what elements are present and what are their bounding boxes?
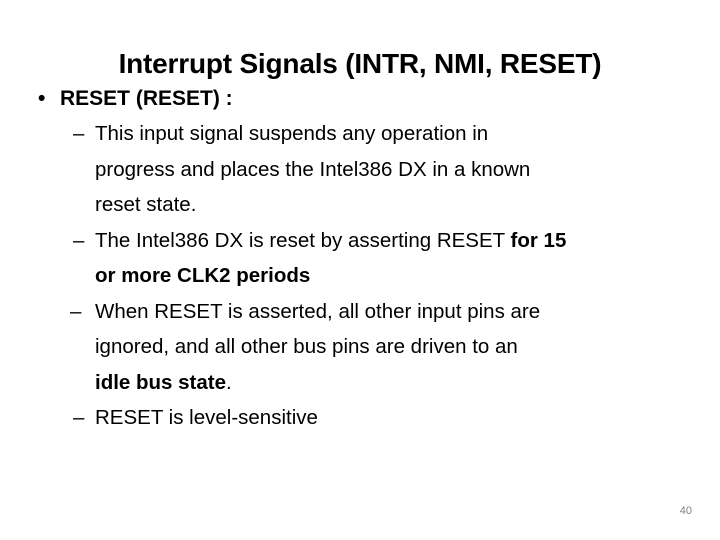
dash-marker-icon: – xyxy=(73,122,85,145)
sub-bullet-line: idle bus state. xyxy=(95,365,680,401)
sub-bullet-line: progress and places the Intel386 DX in a… xyxy=(95,157,531,181)
page-number: 40 xyxy=(679,505,692,517)
sub-bullet-text-strong: for 15 xyxy=(510,228,567,252)
page-title: Interrupt Signals (INTR, NMI, RESET) xyxy=(118,47,602,79)
sub-bullet-line: When RESET is asserted, all other input … xyxy=(95,299,541,323)
sub-bullet-line: or more CLK2 periods xyxy=(95,258,680,294)
sub-bullet-line: This input signal suspends any operation… xyxy=(95,122,489,145)
bullet-item-label: RESET (RESET) : xyxy=(60,87,233,110)
dash-marker-icon: – xyxy=(73,228,85,252)
dash-marker-icon: – xyxy=(73,406,85,429)
bullet-item-reset: • RESET (RESET) : xyxy=(0,84,720,114)
sub-bullet-line: reset state. xyxy=(95,193,197,216)
sub-bullet-item-1: – This input signal suspends any operati… xyxy=(0,116,720,223)
bullet-dot-icon: • xyxy=(38,87,46,110)
slide-body: • RESET (RESET) : – This input signal su… xyxy=(0,84,720,436)
sub-bullet-item-2: – The Intel386 DX is reset by asserting … xyxy=(0,223,720,294)
dash-marker-icon: – xyxy=(70,299,82,323)
sub-bullet-line: ignored, and all other bus pins are driv… xyxy=(95,335,518,358)
sub-bullet-text-strong: idle bus state xyxy=(95,370,227,394)
sub-bullet-text-strong: or more CLK2 periods xyxy=(95,264,311,287)
sub-bullet-line: The Intel386 DX is reset by asserting RE… xyxy=(95,223,680,259)
sub-bullet-text-plain: The Intel386 DX is reset by asserting RE… xyxy=(95,228,511,252)
sub-bullet-item-4: – RESET is level-sensitive xyxy=(0,400,720,436)
sub-bullet-item-3: – When RESET is asserted, all other inpu… xyxy=(0,294,720,401)
sub-bullet-line: RESET is level-sensitive xyxy=(95,406,318,429)
sub-bullet-text-plain: . xyxy=(226,370,232,394)
